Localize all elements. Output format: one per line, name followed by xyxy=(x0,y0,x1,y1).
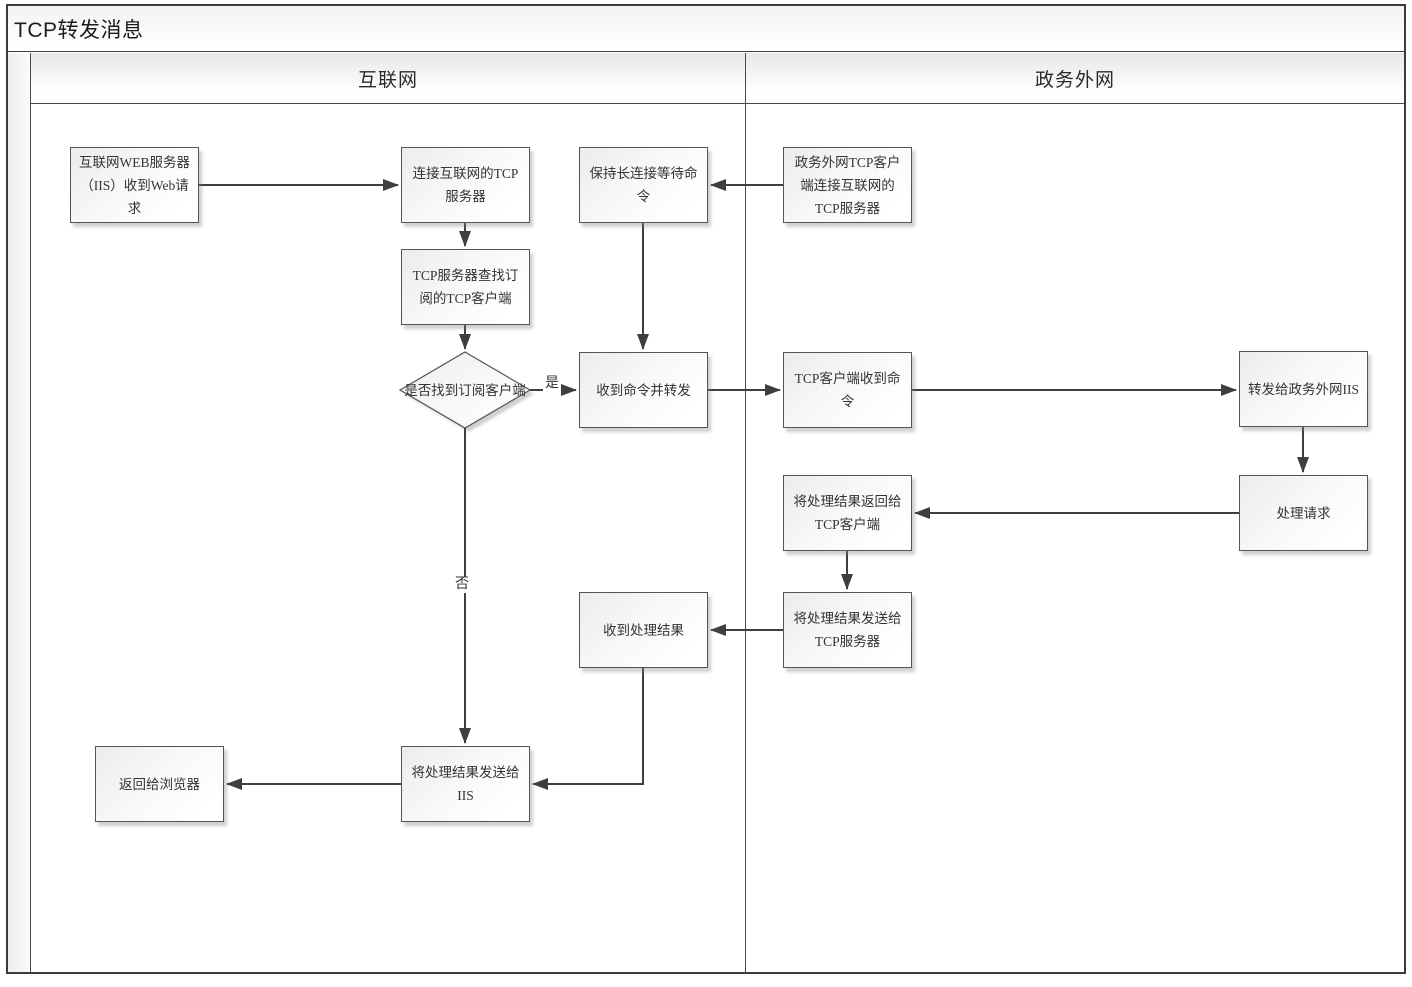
node-send-result-iis: 将处理结果发送给IIS xyxy=(401,746,530,822)
node-label: 是否找到订阅客户端 xyxy=(404,382,526,398)
node-label: 政务外网TCP客户端连接互联网的TCP服务器 xyxy=(794,154,901,216)
node-label: 转发给政务外网IIS xyxy=(1248,381,1359,397)
node-find-subscriber: TCP服务器查找订阅的TCP客户端 xyxy=(401,249,530,325)
lane-header-internet: 互联网 xyxy=(31,53,745,104)
edge-label-yes: 是 xyxy=(543,376,561,392)
node-label: 保持长连接等待命令 xyxy=(589,166,698,204)
node-label: TCP服务器查找订阅的TCP客户端 xyxy=(412,268,519,306)
diagram-title-bar: TCP转发消息 xyxy=(8,6,1404,52)
node-gov-client-connect: 政务外网TCP客户端连接互联网的TCP服务器 xyxy=(783,147,912,223)
node-label: 将处理结果发送给IIS xyxy=(411,765,520,803)
node-label: 处理请求 xyxy=(1276,505,1331,521)
lane-label: 互联网 xyxy=(357,69,418,91)
node-receive-forward: 收到命令并转发 xyxy=(579,352,708,428)
node-send-result-server: 将处理结果发送给TCP服务器 xyxy=(783,592,912,668)
node-label: 将处理结果发送给TCP服务器 xyxy=(793,611,902,649)
node-connect-tcp: 连接互联网的TCP服务器 xyxy=(401,147,530,223)
node-label: 收到处理结果 xyxy=(603,622,684,638)
node-label: 返回给浏览器 xyxy=(119,776,200,792)
node-label: 互联网WEB服务器（IIS）收到Web请求 xyxy=(79,154,190,216)
node-label: 收到命令并转发 xyxy=(596,382,691,398)
node-return-browser: 返回给浏览器 xyxy=(95,746,224,822)
lane-header-gov-extranet: 政务外网 xyxy=(746,53,1404,104)
node-receive-result: 收到处理结果 xyxy=(579,592,708,668)
lane-divider xyxy=(745,53,746,972)
swimlane-side-strip xyxy=(8,53,31,972)
node-found-decision: 是否找到订阅客户端 xyxy=(403,356,527,424)
node-handle-request: 处理请求 xyxy=(1239,475,1368,551)
node-label: 连接互联网的TCP服务器 xyxy=(412,166,519,204)
node-web-request: 互联网WEB服务器（IIS）收到Web请求 xyxy=(70,147,199,223)
node-return-result-client: 将处理结果返回给TCP客户端 xyxy=(783,475,912,551)
edge-receive-result-to-send-iis xyxy=(532,668,644,790)
edge-label-no: 否 xyxy=(453,577,471,593)
diagram-title: TCP转发消息 xyxy=(14,18,144,42)
node-keep-alive: 保持长连接等待命令 xyxy=(579,147,708,223)
node-forward-gov-iis: 转发给政务外网IIS xyxy=(1239,351,1368,427)
lane-label: 政务外网 xyxy=(1034,69,1115,91)
node-label: 将处理结果返回给TCP客户端 xyxy=(793,494,902,532)
node-client-receive-cmd: TCP客户端收到命令 xyxy=(783,352,912,428)
node-label: TCP客户端收到命令 xyxy=(794,371,901,409)
